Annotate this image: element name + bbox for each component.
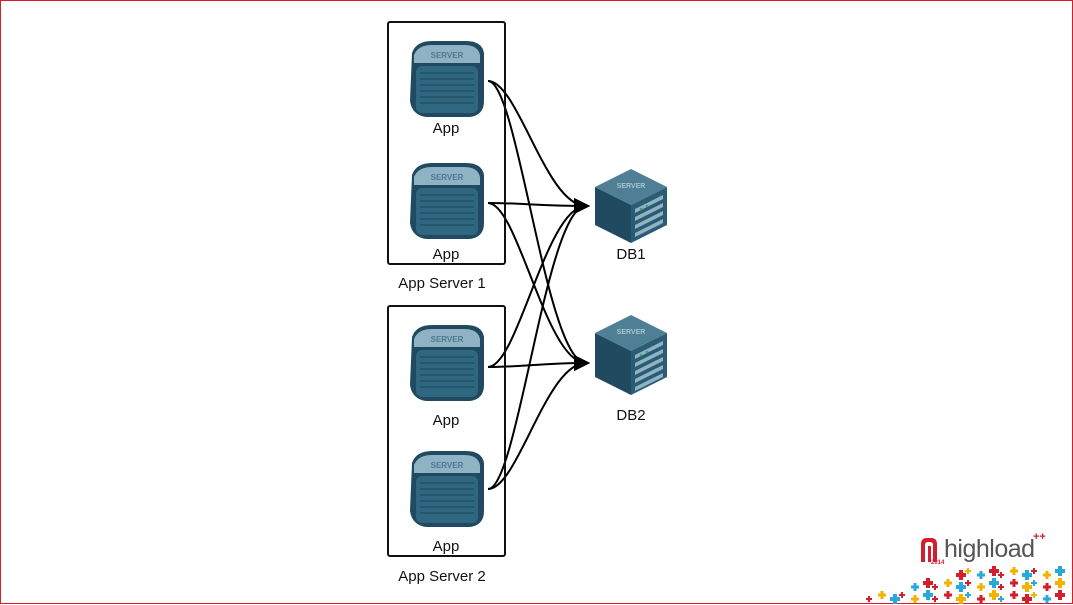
plus-decoration-icon: [1055, 590, 1065, 600]
plus-decoration-icon: [977, 595, 985, 603]
plus-decoration-icon: [965, 568, 971, 574]
edge-app-4-to-db-2: [487, 355, 590, 490]
edge-app-3-to-db-1: [487, 198, 590, 368]
plus-decoration-icon: [899, 592, 905, 598]
group-app-server-1: [387, 21, 506, 265]
plus-decoration-icon: [989, 578, 999, 588]
plus-decoration-icon: [1055, 578, 1065, 588]
node-label-db-1: DB1: [616, 246, 646, 263]
server-icon: SERVER: [404, 449, 488, 534]
plus-decoration-icon: [989, 590, 999, 600]
plus-decoration-icon: [977, 583, 985, 591]
plus-decoration-icon: [1010, 591, 1018, 599]
edge-app-1-to-db-2: [487, 80, 590, 371]
logo-word: highload: [944, 535, 1035, 563]
plus-decoration-icon: [1031, 592, 1037, 598]
svg-text:SERVER: SERVER: [431, 335, 464, 344]
plus-decoration-icon: [932, 596, 938, 602]
node-label-app-3: App: [432, 412, 460, 429]
plus-decoration-icon: [866, 596, 872, 602]
group-label-app-server-2: App Server 2: [398, 568, 486, 585]
node-label-db-2: DB2: [616, 407, 646, 424]
svg-text:SERVER: SERVER: [431, 173, 464, 182]
plus-decoration-icon: [878, 591, 886, 599]
plus-decoration-icon: [1010, 567, 1018, 575]
plus-decoration-icon: [977, 571, 985, 579]
plus-decoration-icon: [911, 595, 919, 603]
plus-decoration-icon: [956, 570, 966, 580]
plus-decoration-icon: [1043, 571, 1051, 579]
plus-decoration-icon: [1022, 582, 1032, 592]
plus-decoration-icon: [923, 590, 933, 600]
plus-decoration-icon: [1043, 595, 1051, 603]
plus-decoration-icon: [1010, 579, 1018, 587]
plus-decoration-icon: [944, 579, 952, 587]
rack-server-icon: SERVER: [591, 313, 671, 402]
plus-decoration-icon: [944, 591, 952, 599]
svg-text:SERVER: SERVER: [431, 51, 464, 60]
edge-app-4-to-db-1: [487, 198, 590, 490]
logo-mark-icon: [921, 538, 937, 562]
plus-decoration-icon: [1043, 583, 1051, 591]
server-icon: SERVER: [404, 323, 488, 408]
logo-superscript: ++: [1033, 531, 1046, 543]
plus-decoration-icon: [1031, 568, 1037, 574]
plus-decoration-icon: [956, 594, 966, 604]
node-label-app-4: App: [432, 538, 460, 555]
edge-app-1-to-db-1: [487, 80, 590, 214]
plus-decoration-icon: [998, 572, 1004, 578]
highload-logo: highload ++ 2014: [919, 531, 1059, 573]
plus-decoration-icon: [1055, 566, 1065, 576]
plus-decoration-icon: [956, 582, 966, 592]
plus-decoration-icon: [923, 578, 933, 588]
plus-decoration-icon: [932, 584, 938, 590]
server-icon: SERVER: [404, 39, 488, 124]
svg-text:SERVER: SERVER: [431, 461, 464, 470]
svg-text:SERVER: SERVER: [617, 329, 646, 336]
plus-decoration-icon: [1031, 580, 1037, 586]
svg-text:SERVER: SERVER: [617, 183, 646, 190]
logo-year: 2014: [931, 560, 945, 566]
plus-decoration-icon: [998, 596, 1004, 602]
plus-decoration-icon: [911, 583, 919, 591]
rack-server-icon: SERVER: [591, 167, 671, 250]
plus-decoration-icon: [989, 566, 999, 576]
group-label-app-server-1: App Server 1: [398, 275, 486, 292]
decorative-plus-pattern-icon: [866, 566, 1065, 604]
plus-decoration-icon: [965, 592, 971, 598]
node-label-app-1: App: [432, 120, 460, 137]
plus-decoration-icon: [1022, 570, 1032, 580]
group-app-server-2: [387, 305, 506, 557]
node-label-app-2: App: [432, 246, 460, 263]
edge-app-2-to-db-2: [487, 202, 590, 371]
plus-decoration-icon: [1022, 594, 1032, 604]
plus-decoration-icon: [890, 594, 900, 604]
plus-decoration-icon: [998, 584, 1004, 590]
server-icon: SERVER: [404, 161, 488, 246]
plus-decoration-icon: [965, 580, 971, 586]
